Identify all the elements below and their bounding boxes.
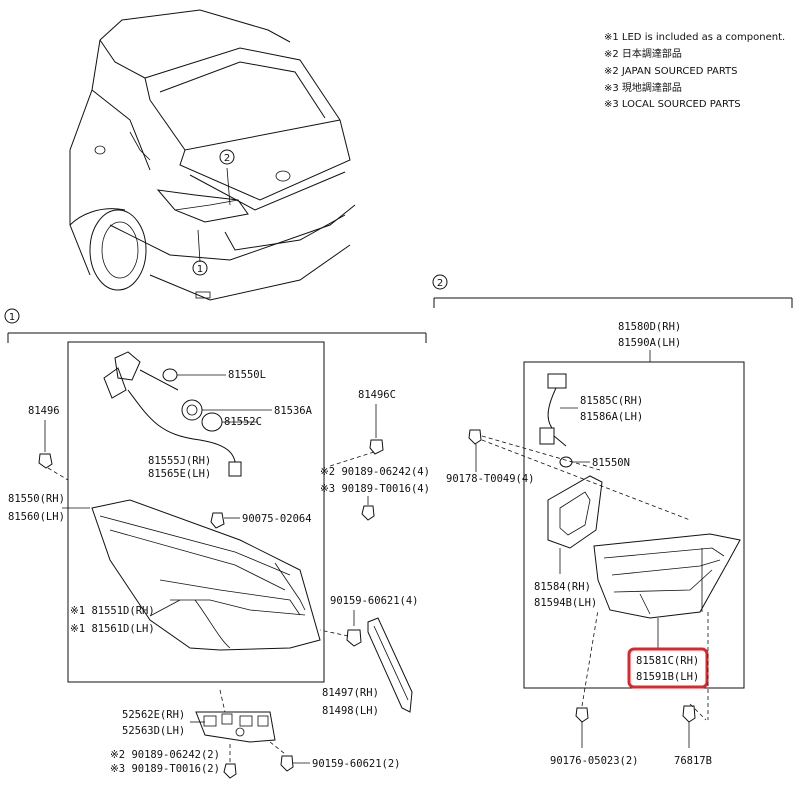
label-81496C: 81496C [358,389,396,401]
retainer-81496 [38,453,53,469]
label-90189-T0016-4: ※3 90189-T0016(4) [320,483,430,495]
bracket-52562E [195,689,276,743]
label-81498: 81498(LH) [322,705,379,717]
note-local-en: ※3 LOCAL SOURCED PARTS [604,99,741,110]
nut-90159-bottom [280,755,294,772]
bulb-81550N [559,456,573,468]
label-90159-60621-4: 90159-60621(4) [330,595,419,607]
screw-90178 [468,429,482,445]
label-81565E: 81565E(LH) [148,468,211,480]
label-81561D: ※1 81561D(LH) [70,623,155,635]
label-90159-60621-2: 90159-60621(2) [312,758,401,770]
gasket [201,412,223,432]
nut-90159 [346,629,362,647]
note-led: ※1 LED is included as a component. [604,32,785,43]
label-52563D: 52563D(LH) [122,725,185,737]
label-90189-06242-2: ※2 90189-06242(2) [110,749,220,761]
note-japan-en: ※2 JAPAN SOURCED PARTS [604,66,738,77]
clip-90075 [210,512,225,529]
label-81590A: 81590A(LH) [618,337,681,349]
trim-81497 [367,617,413,713]
label-81586A: 81586A(LH) [580,411,643,423]
label-81591B: 81591B(LH) [636,671,699,683]
label-81536A: 81536A [274,405,313,417]
label-81551D: ※1 81551D(RH) [70,605,155,617]
label-52562E: 52562E(RH) [122,709,185,721]
label-90075-02064: 90075-02064 [242,513,312,525]
label-81581C: 81581C(RH) [636,655,699,667]
label-81496: 81496 [28,405,60,417]
label-81584: 81584(RH) [534,581,591,593]
label-81552C: 81552C [224,416,262,428]
label-81594B: 81594B(LH) [534,597,597,609]
label-81550: 81550(RH) [8,493,65,505]
car-rear-illustration [69,9,356,301]
rear-lamp-left [91,499,321,651]
screw-90189-bottom [223,763,237,779]
socket-wire-harness [103,351,242,477]
label-90176-05023: 90176-05023(2) [550,755,639,767]
callout-2-car: 2 [219,149,235,165]
retainer-81496C [369,439,384,455]
section-1-header: 1 [4,308,427,343]
section-2-header: 2 [432,274,793,308]
gasket-81584 [547,475,603,549]
nut-90176 [575,707,589,723]
label-81550L: 81550L [228,369,266,381]
label-81585C: 81585C(RH) [580,395,643,407]
bulb [162,368,178,382]
label-90189-06242-4: ※2 90189-06242(4) [320,466,430,478]
svg-text:2: 2 [437,278,443,289]
label-81560: 81560(LH) [8,511,65,523]
label-76817B: 76817B [674,755,712,767]
svg-text:2: 2 [224,153,230,164]
label-90189-T0016-2: ※3 90189-T0016(2) [110,763,220,775]
label-81550N: 81550N [592,457,630,469]
svg-text:1: 1 [9,312,15,323]
label-81580D: 81580D(RH) [618,321,681,333]
note-japan-jp: ※2 日本調達部品 [604,47,682,60]
inner-lamp-81581C [593,533,741,619]
section-1-assembly-box [67,341,325,683]
label-81555J: 81555J(RH) [148,455,211,467]
screw-90189 [361,505,375,521]
callout-1-car: 1 [192,260,208,276]
highlight-81581C [627,647,709,689]
socket-wire-81585C [539,373,567,447]
note-local-jp: ※3 現地調達部品 [604,81,682,94]
label-81497: 81497(RH) [322,687,379,699]
notes-block: ※1 LED is included as a component. ※2 日本… [604,32,785,110]
clip-76817B [682,705,696,723]
label-90178-T0049: 90178-T0049(4) [446,473,535,485]
svg-text:1: 1 [197,264,203,275]
